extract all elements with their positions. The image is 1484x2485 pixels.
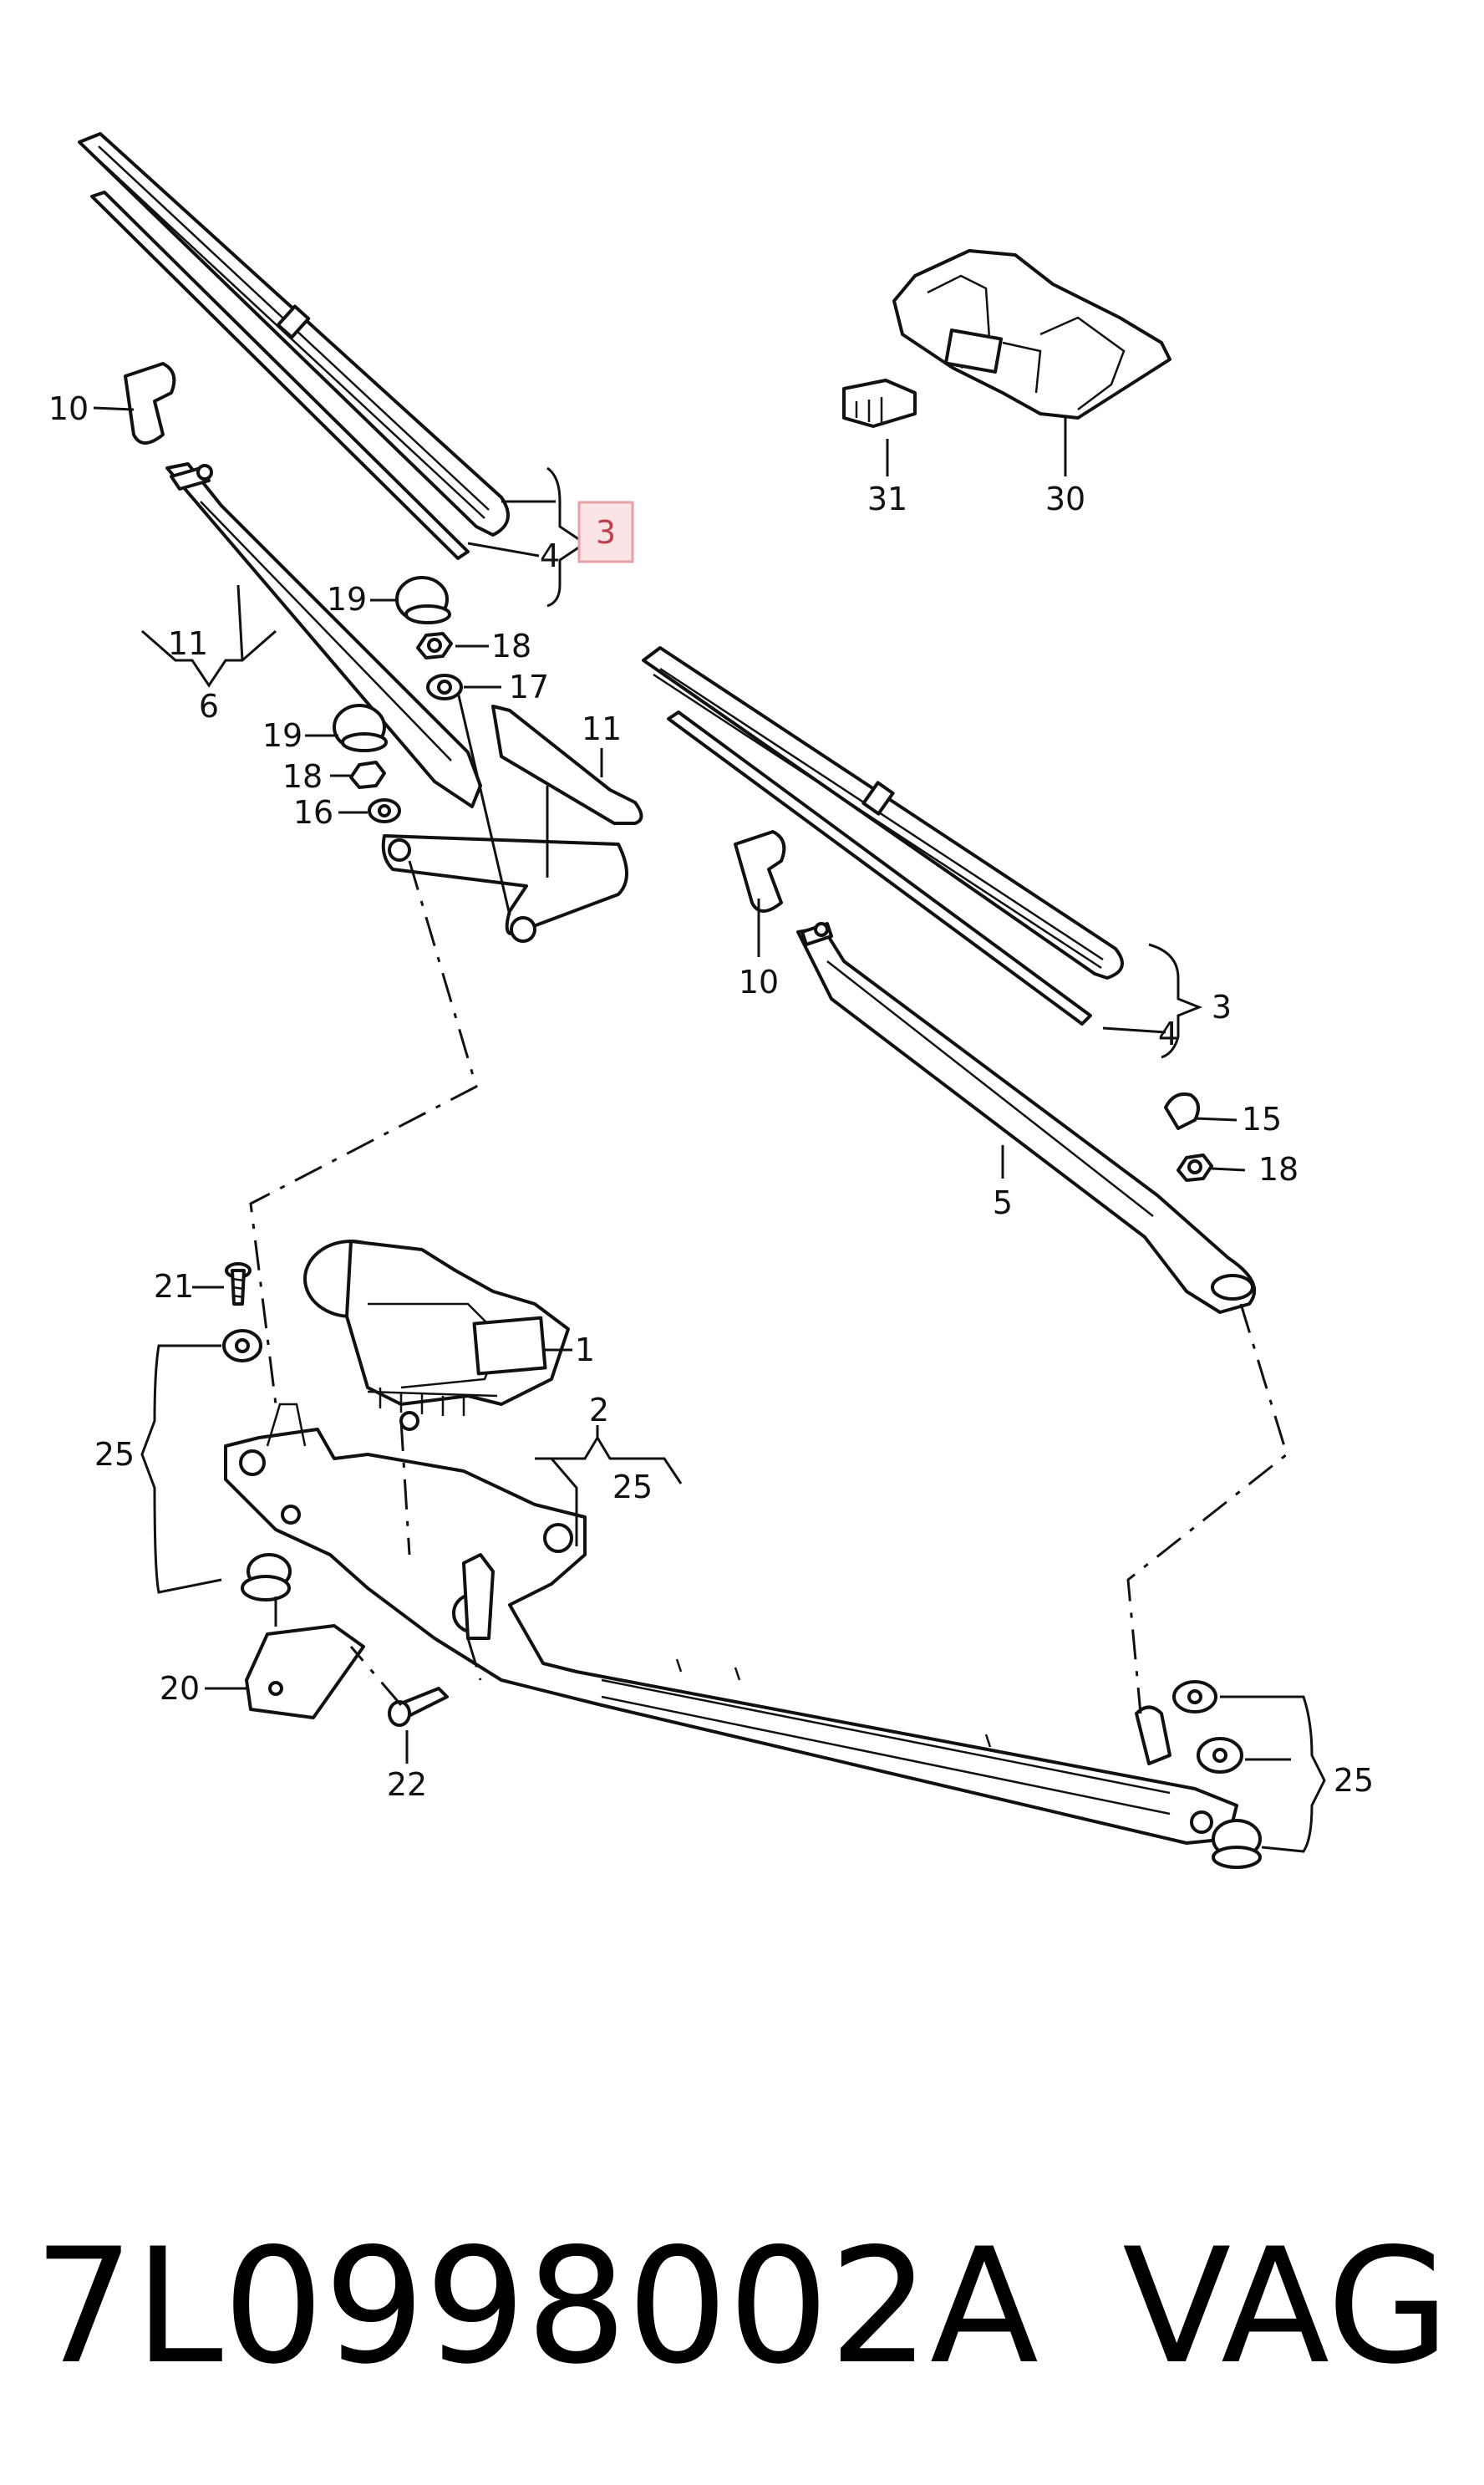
callout-6: 6 (199, 688, 219, 725)
callout-2: 2 (589, 1392, 609, 1428)
left-wiper-arm (124, 362, 643, 943)
callout-10-right: 10 (739, 964, 779, 1001)
callout-15: 15 (1242, 1101, 1282, 1138)
assembly-guide-lines (249, 860, 1288, 1714)
callout-17: 17 (509, 669, 549, 705)
brand-label: VAG (1122, 2214, 1450, 2399)
callout-3-highlighted: 3 (596, 514, 616, 551)
callout-4-left: 4 (540, 537, 560, 574)
highlight-box (577, 501, 634, 563)
callout-10-left: 10 (48, 390, 89, 427)
callout-11-deflector: 11 (582, 710, 622, 747)
callout-18-right: 18 (1258, 1151, 1298, 1188)
leader-lines (93, 406, 1326, 1853)
callout-19-lower: 19 (262, 717, 302, 754)
connector-housing (842, 249, 1171, 428)
callout-30: 30 (1045, 481, 1085, 517)
callout-18-lower: 18 (282, 758, 323, 795)
callout-16: 16 (293, 794, 333, 831)
callout-22: 22 (387, 1766, 427, 1803)
left-hardware (333, 576, 463, 823)
mounting-hardware (222, 1262, 1262, 1869)
wiper-linkage-frame (224, 1403, 1238, 1845)
callout-3-right: 3 (1212, 989, 1232, 1026)
callout-20: 20 (160, 1670, 200, 1707)
callout-4-right: 4 (1158, 1016, 1178, 1052)
right-wiper-arm (734, 830, 1257, 1314)
right-hardware (1164, 1092, 1213, 1182)
callout-19-upper: 19 (327, 581, 367, 618)
wiper-motor (303, 1240, 570, 1431)
callout-5: 5 (993, 1184, 1013, 1221)
part-number: 7L0998002A (33, 2214, 1039, 2399)
callout-25-top: 25 (612, 1469, 653, 1505)
callout-1: 1 (575, 1332, 595, 1368)
callout-11-left-arm: 11 (168, 625, 208, 662)
callout-18-upper: 18 (491, 628, 531, 665)
left-wiper-blade (78, 132, 510, 560)
callout-21: 21 (154, 1268, 194, 1305)
callout-25-left: 25 (94, 1436, 135, 1473)
right-wiper-blade (642, 646, 1124, 1026)
callout-31: 31 (867, 481, 907, 517)
callout-25-right: 25 (1334, 1762, 1374, 1799)
